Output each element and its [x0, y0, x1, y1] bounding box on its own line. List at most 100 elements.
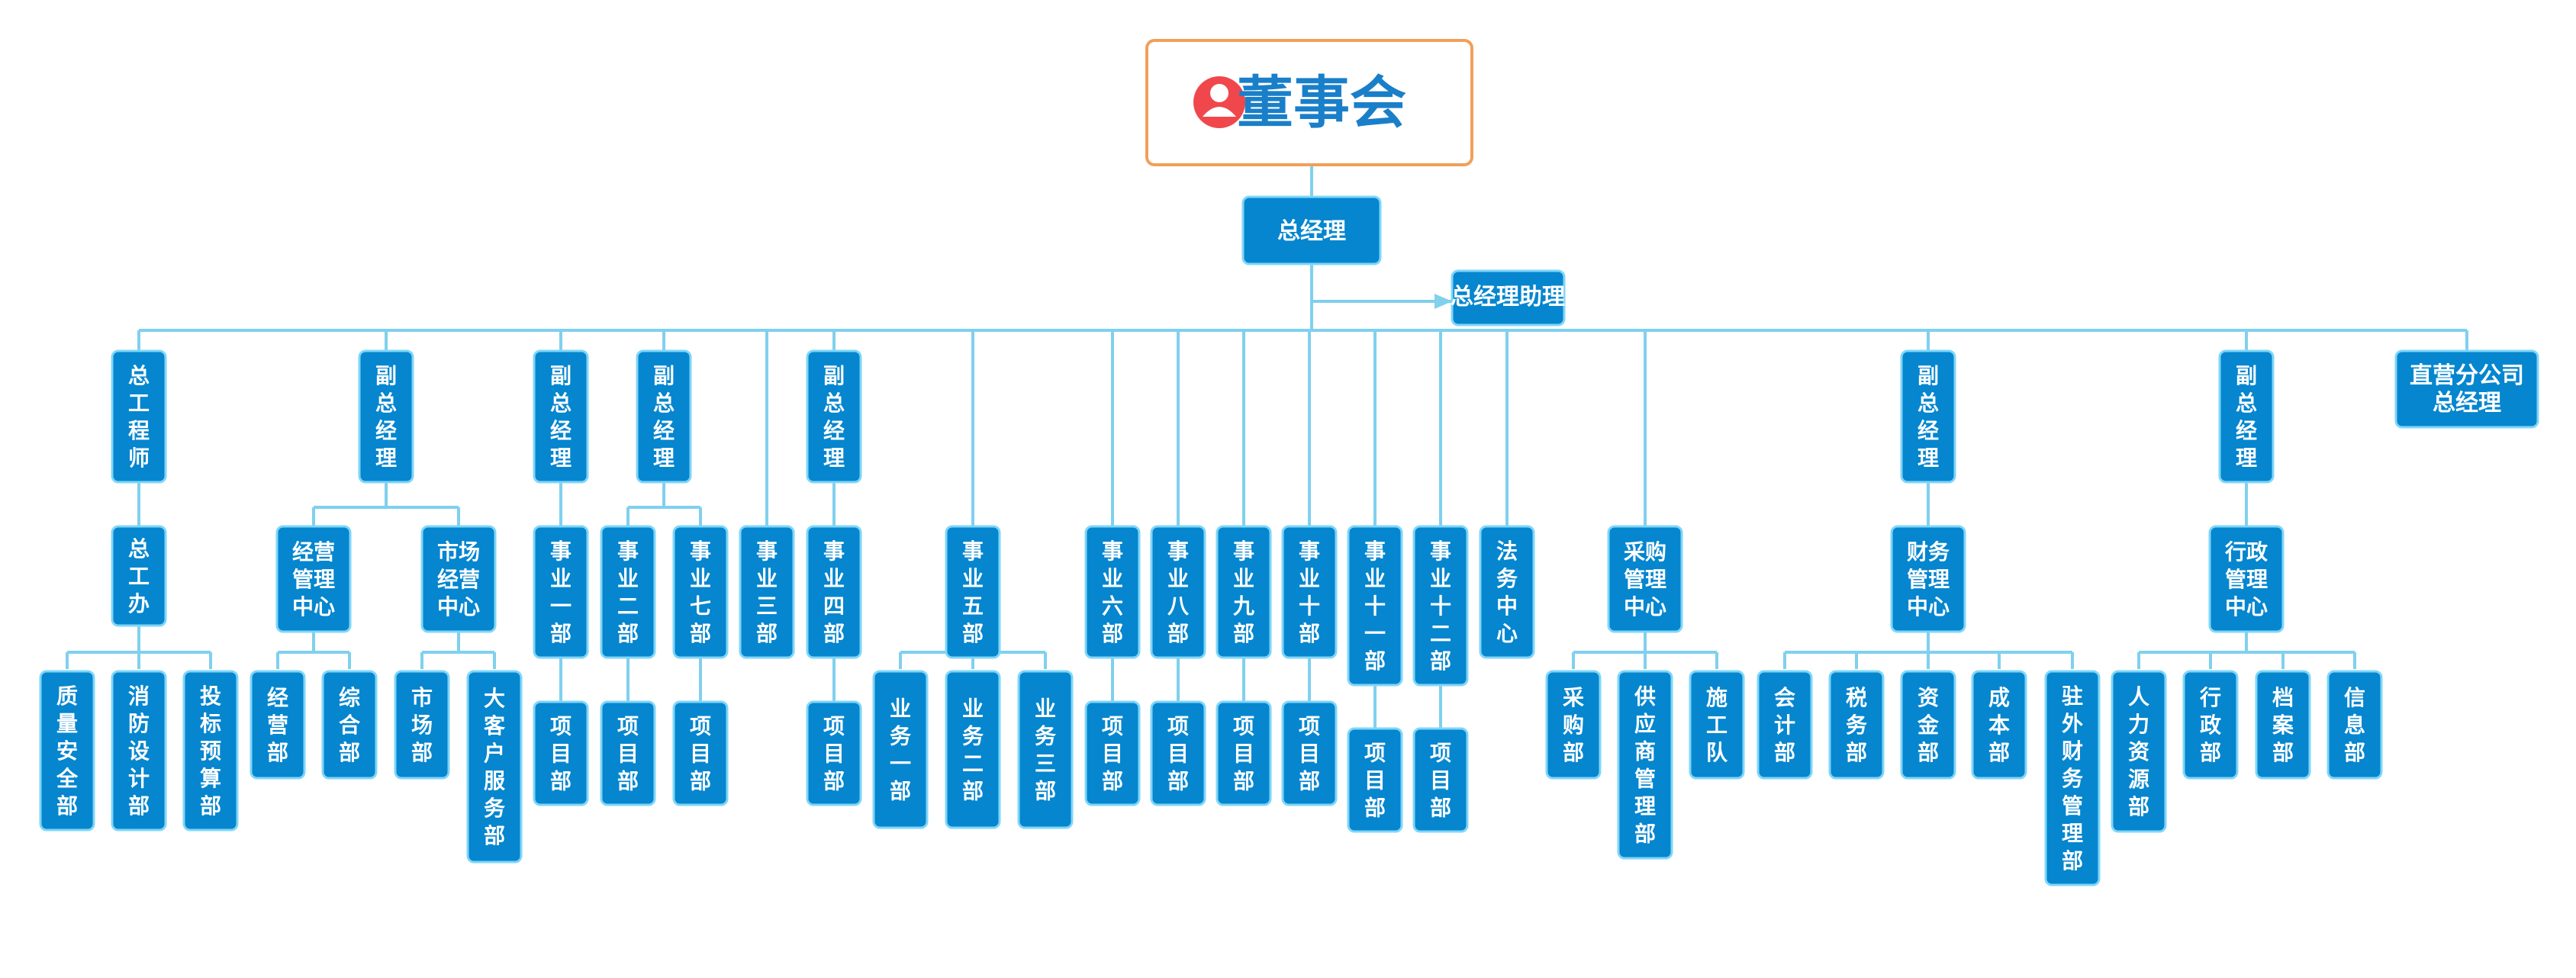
node-division-9-label: 事业九部: [1233, 539, 1254, 646]
node-finance-center[interactable]: 财务管理中心: [1890, 525, 1966, 633]
node-archives-dept-label: 档案部: [2272, 685, 2294, 765]
node-project-dept-1[interactable]: 项目部: [533, 700, 589, 806]
node-division-3[interactable]: 事业三部: [739, 525, 795, 659]
node-treasury-dept[interactable]: 资金部: [1900, 670, 1956, 780]
node-business-dept-3[interactable]: 业务三部: [1017, 670, 1074, 829]
node-procurement-center[interactable]: 采购管理中心: [1607, 525, 1683, 633]
node-project-dept[interactable]: 项目部: [672, 700, 729, 806]
connector-lines: [66, 165, 2468, 729]
node-business-dept-1[interactable]: 业务一部: [872, 670, 929, 829]
node-fire-design[interactable]: 消防设计部: [111, 670, 167, 832]
node-info-dept[interactable]: 信息部: [2326, 670, 2383, 780]
node-division-10-label: 事业十部: [1299, 539, 1320, 646]
node-division-4-label: 事业四部: [823, 539, 845, 646]
node-general-dept-label: 综合部: [339, 685, 361, 765]
user-avatar-icon: [1193, 76, 1245, 128]
node-tax-dept[interactable]: 税务部: [1828, 670, 1885, 780]
node-project-dept-label: 项目部: [1364, 741, 1386, 821]
node-division-10[interactable]: 事业十部: [1281, 525, 1338, 659]
node-cost-dept-label: 成本部: [1988, 685, 2010, 765]
node-admin-dept[interactable]: 行政部: [2182, 670, 2239, 780]
node-accounting-dept[interactable]: 会计部: [1757, 670, 1813, 780]
node-vp-1[interactable]: 副总经理: [358, 349, 414, 484]
node-project-dept-label: 项目部: [1233, 714, 1254, 794]
node-general-dept[interactable]: 综合部: [321, 670, 378, 780]
node-business-dept-3-label: 业务三部: [1035, 697, 1056, 804]
node-division-7[interactable]: 事业六部: [1084, 525, 1141, 659]
node-business-dept-2[interactable]: 业务二部: [945, 670, 1001, 829]
node-division-7-label: 事业六部: [1102, 539, 1123, 646]
node-project-dept[interactable]: 项目部: [1216, 700, 1272, 806]
node-division-12-label: 事业十二部: [1430, 539, 1451, 674]
node-project-dept[interactable]: 项目部: [1412, 727, 1469, 833]
node-info-dept-label: 信息部: [2344, 685, 2365, 765]
node-market-center[interactable]: 市场经营中心: [420, 525, 497, 633]
node-project-dept-label: 项目部: [1299, 714, 1320, 794]
node-project-dept-label: 项目部: [1102, 714, 1123, 794]
node-project-dept[interactable]: 项目部: [1347, 727, 1403, 833]
node-chief-engineer-office-label: 总工办: [128, 536, 150, 616]
arrow-icon: [1435, 294, 1452, 309]
node-division-11-label: 事业十一部: [1364, 539, 1386, 674]
node-division-2[interactable]: 事业二部: [600, 525, 656, 659]
node-key-account-dept[interactable]: 大客户服务部: [466, 670, 523, 864]
node-chief-engineer[interactable]: 总工程师: [111, 349, 167, 484]
node-division-7[interactable]: 事业七部: [672, 525, 729, 659]
node-division-1-label: 事业一部: [550, 539, 572, 646]
node-vp-2[interactable]: 副总经理: [533, 349, 589, 484]
node-accounting-dept-label: 会计部: [1774, 685, 1795, 765]
node-vp-2-label: 副总经理: [550, 363, 572, 471]
node-branch-gm-label: 直营分公司总经理: [2410, 362, 2524, 417]
node-bidding-budget[interactable]: 投标预算部: [182, 670, 239, 832]
assistant-node[interactable]: 总经理助理: [1451, 269, 1566, 327]
root-node[interactable]: 董事会: [1145, 39, 1473, 166]
org-nodes: 总工程师总工办质量安全部消防设计部投标预算部副总经理经营管理中心市场经营中心经营…: [39, 349, 2539, 886]
node-division-9[interactable]: 事业九部: [1216, 525, 1272, 659]
node-treasury-dept-label: 资金部: [1917, 685, 1940, 765]
node-overseas-finance-dept-label: 驻外财务管理部: [2062, 684, 2083, 873]
node-vp-admin-label: 副总经理: [2236, 363, 2257, 471]
node-admin-center[interactable]: 行政管理中心: [2208, 525, 2285, 633]
node-cost-dept[interactable]: 成本部: [1971, 670, 2027, 780]
node-operation-dept[interactable]: 经营部: [250, 670, 306, 780]
node-procurement-center-label: 采购管理中心: [1624, 539, 1666, 619]
node-vp-finance[interactable]: 副总经理: [1900, 349, 1956, 484]
node-business-dept-1-label: 业务一部: [890, 697, 911, 804]
node-division-5[interactable]: 事业五部: [945, 525, 1001, 659]
general-manager-node[interactable]: 总经理: [1241, 195, 1382, 265]
node-operation-center[interactable]: 经营管理中心: [275, 525, 352, 633]
node-construction-team[interactable]: 施工队: [1689, 670, 1745, 780]
node-hr-dept-label: 人力资源部: [2128, 684, 2149, 819]
node-admin-dept-label: 行政部: [2199, 685, 2221, 765]
node-supplier-dept[interactable]: 供应商管理部: [1617, 670, 1673, 860]
node-fire-design-label: 消防设计部: [128, 684, 150, 819]
node-branch-gm[interactable]: 直营分公司总经理: [2394, 349, 2539, 429]
node-vp-3[interactable]: 副总经理: [636, 349, 692, 484]
node-purchasing-dept[interactable]: 采购部: [1545, 670, 1602, 780]
node-project-dept[interactable]: 项目部: [1281, 700, 1338, 806]
node-chief-engineer-office[interactable]: 总工办: [111, 525, 167, 627]
node-division-11[interactable]: 事业十一部: [1347, 525, 1403, 687]
node-vp-admin[interactable]: 副总经理: [2218, 349, 2275, 484]
node-division-8[interactable]: 事业八部: [1150, 525, 1206, 659]
node-market-dept[interactable]: 市场部: [394, 670, 450, 780]
node-quality-safety[interactable]: 质量安全部: [39, 670, 95, 832]
node-project-dept[interactable]: 项目部: [1084, 700, 1141, 806]
node-division-4[interactable]: 事业四部: [806, 525, 862, 659]
node-division-1[interactable]: 事业一部: [533, 525, 589, 659]
assistant-label: 总经理助理: [1451, 284, 1565, 310]
node-admin-center-label: 行政管理中心: [2224, 539, 2268, 619]
node-vp-5[interactable]: 副总经理: [806, 349, 862, 484]
node-legal-center[interactable]: 法务中心: [1479, 525, 1535, 659]
node-project-dept[interactable]: 项目部: [600, 700, 656, 806]
node-construction-team-label: 施工队: [1706, 685, 1728, 765]
node-project-dept[interactable]: 项目部: [806, 700, 862, 806]
node-market-center-label: 市场经营中心: [437, 539, 480, 619]
node-division-12[interactable]: 事业十二部: [1412, 525, 1469, 687]
node-archives-dept[interactable]: 档案部: [2255, 670, 2311, 780]
node-market-dept-label: 市场部: [411, 685, 433, 765]
node-project-dept[interactable]: 项目部: [1150, 700, 1206, 806]
node-hr-dept[interactable]: 人力资源部: [2111, 670, 2167, 833]
node-overseas-finance-dept[interactable]: 驻外财务管理部: [2044, 670, 2101, 886]
